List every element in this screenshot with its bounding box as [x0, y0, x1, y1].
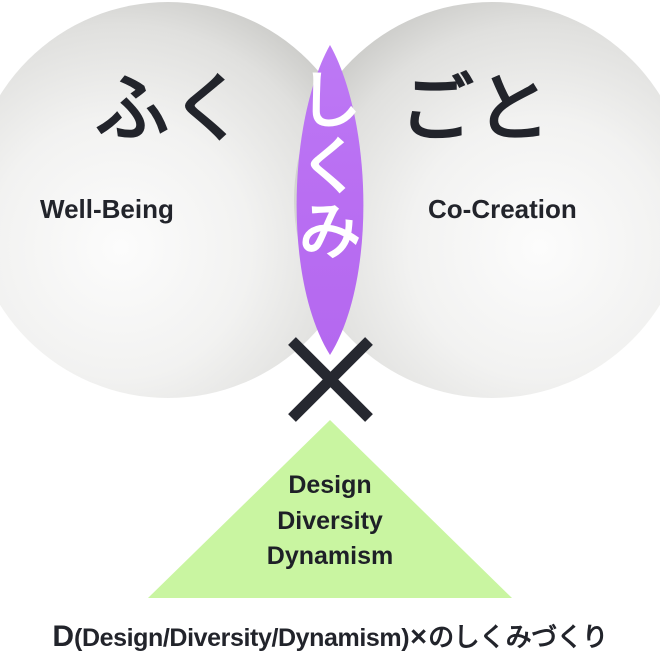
caption-tail: のしくみづくり [428, 623, 608, 653]
triangle-line-dynamism: Dynamism [266, 542, 394, 570]
label-well-being: Well-Being [40, 194, 174, 224]
circle-co-creation [294, 2, 660, 398]
lens-char-2: く [298, 129, 361, 203]
label-co-creation: Co-Creation [428, 194, 577, 224]
triangle-line-design: Design [288, 471, 372, 499]
caption-paren: (Design/Diversity/Dynamism) [74, 624, 410, 652]
caption-times-symbol: × [410, 621, 428, 653]
lens-intersection [296, 45, 364, 355]
caption-lead: D [52, 620, 75, 653]
triangle-line-diversity: Diversity [277, 506, 383, 535]
lens-label-shikumi: し く み [288, 68, 372, 265]
headline-jp-right: ごと [400, 66, 552, 152]
headline-jp-left: ふく [95, 66, 247, 152]
cross-icon [288, 337, 373, 422]
circle-well-being [0, 2, 366, 398]
triangle-label-group: Design Diversity Dynamism [180, 468, 480, 575]
caption: D(Design/Diversity/Dynamism)×のしくみづくり [0, 617, 660, 654]
lens-char-3: み [298, 195, 361, 269]
triangle-three-d [148, 420, 512, 598]
lens-char-1: し [298, 64, 361, 137]
